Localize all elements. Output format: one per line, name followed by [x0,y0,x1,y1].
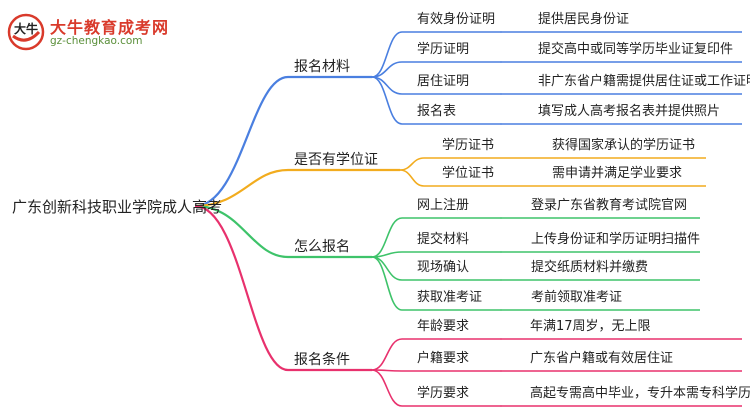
item-link [371,251,403,258]
item-label: 现场确认 [417,260,469,275]
item-link [399,169,425,187]
item-label: 学位证书 [442,165,494,181]
mind-map-links [194,31,742,407]
item-detail: 需申请并满足学业要求 [552,165,682,181]
item-detail: 非广东省户籍需提供居住证或工作证明 [538,73,750,89]
logo-mark-text: 大牛 [14,21,38,36]
item-link [371,256,403,311]
branch-link [194,204,289,259]
item-link [399,157,425,171]
item-label: 学历证书 [442,137,494,153]
item-label: 报名表 [417,103,456,119]
item-detail: 获得国家承认的学历证书 [552,137,695,153]
branch-label: 是否有学位证 [294,152,378,168]
branch-link [194,75,289,208]
branch-label: 报名材料 [294,59,350,75]
item-detail: 填写成人高考报名表并提供照片 [538,103,720,119]
item-label: 学历证明 [417,41,469,57]
item-label: 有效身份证明 [417,11,495,27]
item-detail: 广东省户籍或有效居住证 [530,350,673,366]
item-label: 居住证明 [417,74,469,89]
item-detail: 高起专需高中毕业，专升本需专科学历 [530,385,750,401]
item-detail: 登录广东省教育考试院官网 [531,197,687,213]
logo-url: gz-chengkao.com [50,35,143,47]
item-label: 提交材料 [417,231,469,247]
item-label: 网上注册 [417,198,469,213]
logo-mark-icon: 大牛 [7,13,45,51]
item-label: 户籍要求 [417,350,469,366]
item-detail: 上传身份证和学历证明扫描件 [531,231,700,247]
item-label: 获取准考证 [417,290,482,305]
item-link [371,256,403,281]
item-detail: 考前领取准考证 [531,289,622,305]
item-link [371,31,403,78]
item-detail: 年满17周岁，无上限 [530,319,651,334]
item-detail: 提交纸质材料并缴费 [531,259,648,275]
item-detail: 提交高中或同等学历毕业证复印件 [538,41,733,57]
branch-label: 报名条件 [294,351,350,368]
item-link [371,217,403,258]
item-label: 学历要求 [417,385,469,401]
logo-title: 大牛教育成考网 [50,18,170,37]
item-link [371,369,403,407]
site-logo: 大牛 大牛教育成考网 gz-chengkao.com [6,12,176,52]
item-detail: 提供居民身份证 [538,11,629,27]
branch-label: 怎么报名 [294,239,350,255]
branch-link [194,168,289,208]
branch-link [194,204,289,372]
root-topic: 广东创新科技职业学院成人高考 [12,198,222,216]
item-label: 年龄要求 [417,319,469,334]
item-link [371,76,403,125]
item-link [371,338,403,371]
